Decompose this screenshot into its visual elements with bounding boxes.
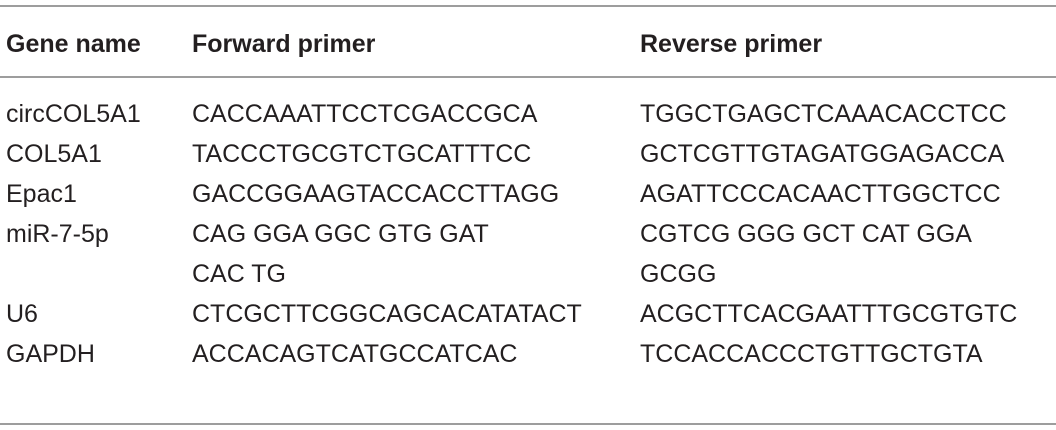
forward-primer-cell: CAG GGA GGC GTG GAT CAC TG <box>192 220 489 288</box>
forward-primer-cell: GACCGGAAGTACCACCTTAGG <box>192 180 560 208</box>
gene-name-cell: miR-7-5p <box>6 220 109 248</box>
table-row: U6 CTCGCTTCGGCAGCACATATACT ACGCTTCACGAAT… <box>0 294 1056 334</box>
table-row: miR-7-5p CAG GGA GGC GTG GAT CAC TG CGTC… <box>0 214 1056 294</box>
gene-name-cell: U6 <box>6 300 38 328</box>
table-row: GAPDH ACCACAGTCATGCCATCAC TCCACCACCCTGTT… <box>0 334 1056 374</box>
table-top-rule <box>0 5 1056 7</box>
reverse-primer-cell: GCTCGTTGTAGATGGAGACCA <box>640 140 1005 168</box>
reverse-primer-cell: TGGCTGAGCTCAAACACCTCC <box>640 100 1007 128</box>
header-reverse-primer: Reverse primer <box>640 30 823 58</box>
header-gene-name: Gene name <box>6 30 141 58</box>
gene-name-cell: circCOL5A1 <box>6 100 141 128</box>
table-bottom-rule <box>0 423 1056 425</box>
reverse-primer-cell: ACGCTTCACGAATTTGCGTGTC <box>640 300 1018 328</box>
gene-name-cell: GAPDH <box>6 340 95 368</box>
table-header-rule <box>0 76 1056 78</box>
table-header-row: Gene name Forward primer Reverse primer <box>0 0 1056 78</box>
forward-primer-cell: ACCACAGTCATGCCATCAC <box>192 340 518 368</box>
forward-primer-cell: CACCAAATTCCTCGACCGCA <box>192 100 538 128</box>
reverse-primer-cell: CGTCG GGG GCT CAT GGA GCGG <box>640 220 971 288</box>
gene-name-cell: Epac1 <box>6 180 77 208</box>
reverse-primer-cell: TCCACCACCCTGTTGCTGTA <box>640 340 983 368</box>
reverse-primer-cell: AGATTCCCACAACTTGGCTCC <box>640 180 1001 208</box>
forward-primer-cell: CTCGCTTCGGCAGCACATATACT <box>192 300 582 328</box>
table-row: COL5A1 TACCCTGCGTCTGCATTTCC GCTCGTTGTAGA… <box>0 134 1056 174</box>
primer-table: Gene name Forward primer Reverse primer … <box>0 0 1056 374</box>
header-forward-primer: Forward primer <box>192 30 376 58</box>
gene-name-cell: COL5A1 <box>6 140 102 168</box>
table-row: circCOL5A1 CACCAAATTCCTCGACCGCA TGGCTGAG… <box>0 78 1056 134</box>
forward-primer-cell: TACCCTGCGTCTGCATTTCC <box>192 140 532 168</box>
table-row: Epac1 GACCGGAAGTACCACCTTAGG AGATTCCCACAA… <box>0 174 1056 214</box>
